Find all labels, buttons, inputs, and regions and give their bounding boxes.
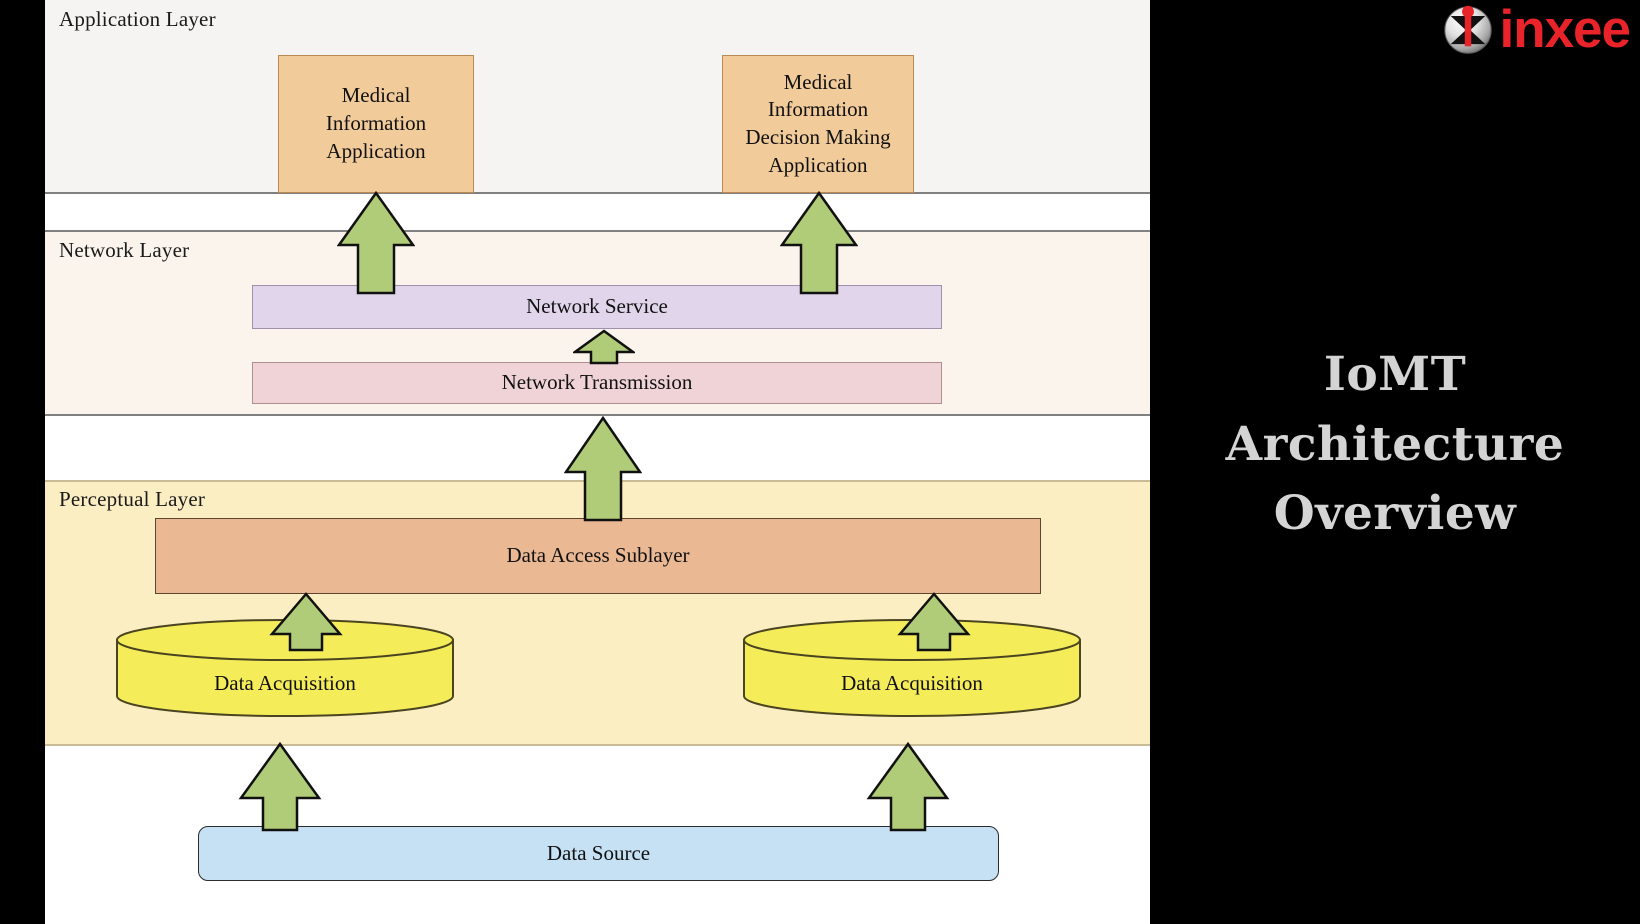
- iomt-architecture-diagram: Application Layer Network Layer Perceptu…: [45, 0, 1150, 924]
- inxee-logo-icon: [1444, 5, 1493, 54]
- arrow-up-icon: [780, 191, 858, 295]
- node-label-line: Medical: [341, 83, 411, 108]
- page-title: IoMT Architecture Overview: [1150, 340, 1640, 549]
- node-label-line: Information: [767, 97, 869, 122]
- network-layer-label: Network Layer: [59, 238, 190, 262]
- application-layer-label: Application Layer: [59, 7, 216, 31]
- brand-logo: inxee: [1441, 0, 1631, 59]
- node-network-transmission[interactable]: Network Transmission: [252, 362, 942, 404]
- node-label-line: Information: [325, 111, 427, 136]
- arrow-up-icon: [267, 592, 345, 652]
- page-title-line: Overview: [1273, 486, 1517, 542]
- arrow-up-icon: [573, 329, 635, 365]
- arrow-up-icon: [564, 416, 642, 522]
- perceptual-layer-label: Perceptual Layer: [59, 487, 206, 511]
- node-label-line: Application: [768, 152, 868, 177]
- side-panel: inxee IoMT Architecture Overview: [1150, 0, 1640, 924]
- arrow-up-icon: [863, 742, 953, 832]
- node-data-acquisition-right[interactable]: Data Acquisition: [742, 618, 1082, 718]
- node-label-line: Decision Making: [745, 125, 891, 149]
- page-title-line: Architecture: [1225, 416, 1565, 472]
- node-label-line: Medical: [783, 69, 853, 94]
- node-data-source[interactable]: Data Source: [198, 826, 999, 881]
- application-layer-band: [45, 0, 1150, 194]
- node-medical-information-decision-making-application[interactable]: Medical Information Decision Making Appl…: [722, 55, 914, 193]
- brand-name: inxee: [1499, 0, 1631, 59]
- page-title-line: IoMT: [1323, 347, 1467, 402]
- arrow-up-icon: [235, 742, 325, 832]
- arrow-up-icon: [337, 191, 415, 295]
- node-label-line: Application: [326, 138, 426, 163]
- node-data-access-sublayer[interactable]: Data Access Sublayer: [155, 518, 1041, 594]
- arrow-up-icon: [895, 592, 973, 652]
- node-medical-information-application[interactable]: Medical Information Application: [278, 55, 474, 193]
